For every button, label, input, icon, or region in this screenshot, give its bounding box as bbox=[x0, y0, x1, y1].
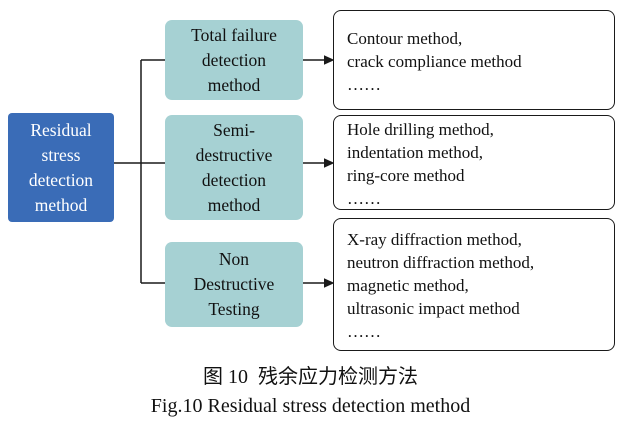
arrow-top bbox=[303, 55, 335, 65]
method-list-total-failure: Contour method, crack compliance method … bbox=[333, 10, 615, 110]
branch-node-total-failure: Total failure detection method bbox=[165, 20, 303, 100]
figure-caption: 图 10 残余应力检测方法 Fig.10 Residual stress det… bbox=[0, 363, 621, 421]
arrow-bottom bbox=[303, 278, 335, 288]
branch-node-non-destructive: Non Destructive Testing bbox=[165, 242, 303, 327]
method-list-semi-destructive: Hole drilling method, indentation method… bbox=[333, 115, 615, 210]
caption-chinese: 图 10 残余应力检测方法 bbox=[203, 366, 418, 388]
arrow-middle bbox=[303, 158, 335, 168]
method-list-non-destructive: X-ray diffraction method, neutron diffra… bbox=[333, 218, 615, 351]
root-node-residual-stress: Residual stress detection method bbox=[8, 113, 114, 222]
caption-english: Fig.10 Residual stress detection method bbox=[150, 395, 471, 417]
branch-node-semi-destructive: Semi- destructive detection method bbox=[165, 115, 303, 220]
